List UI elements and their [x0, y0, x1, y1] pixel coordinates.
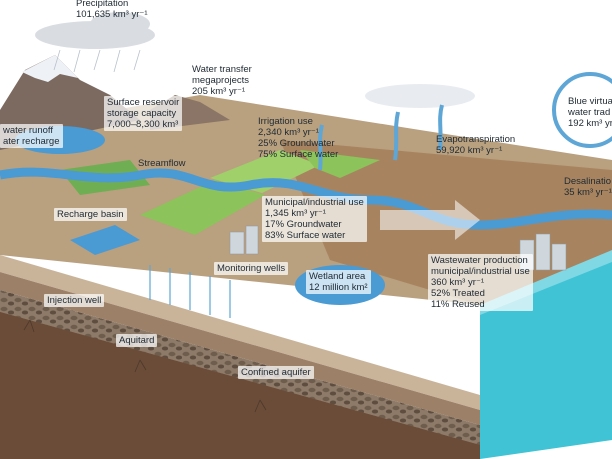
- streamflow-text: Streamflow: [138, 158, 186, 169]
- wastewater-value: 360 km³ yr⁻¹: [431, 277, 485, 288]
- wastewater-treated: 52% Treated: [431, 288, 485, 299]
- surface-reservoir-label: Surface reservoir storage capacity 7,000…: [104, 96, 183, 131]
- aquitard-label: Aquitard: [116, 334, 158, 347]
- municipal-surface: 83% Surface water: [265, 230, 346, 241]
- surface-reservoir-line2: storage capacity: [107, 108, 177, 119]
- irrigation-value: 2,340 km³ yr⁻¹: [258, 127, 319, 138]
- precipitation-label: Precipitation 101,635 km³ yr⁻¹: [76, 0, 148, 20]
- irrigation-label: Irrigation use 2,340 km³ yr⁻¹ 25% Ground…: [258, 116, 338, 160]
- blue-virtual-value: 192 km³ yr: [568, 118, 612, 129]
- irrigated-field-1: [140, 180, 265, 235]
- confined-aquifer-label: Confined aquifer: [238, 366, 314, 379]
- runoff-label: water runoff ater recharge: [0, 124, 63, 148]
- irrigation-title: Irrigation use: [258, 116, 313, 127]
- streamflow-label: Streamflow: [138, 158, 186, 169]
- aquitard-text: Aquitard: [119, 335, 155, 346]
- water-transfer-line1: Water transfer: [192, 64, 252, 75]
- wastewater-label: Wastewater production municipal/industri…: [428, 254, 533, 311]
- desalination-title: Desalinatio: [564, 176, 611, 187]
- confined-aquifer-text: Confined aquifer: [241, 367, 311, 378]
- monitoring-wells-label: Monitoring wells: [214, 262, 289, 275]
- desalination-value: 35 km³ yr⁻¹: [564, 187, 612, 198]
- soil-layer-upper: [0, 255, 480, 410]
- infiltration-text: Infiltration: [376, 314, 418, 325]
- flow-arrow: [380, 200, 480, 240]
- evapotranspiration-arrows: [318, 104, 444, 171]
- injection-well-label: Injection well: [44, 294, 105, 307]
- recharge-basin: [70, 225, 140, 255]
- precipitation-title: Precipitation: [76, 0, 129, 9]
- blue-virtual-line1: Blue virtua: [568, 96, 612, 107]
- precipitation-value: 101,635 km³ yr⁻¹: [76, 9, 148, 20]
- evapotranspiration-label: Evapotranspiration 59,920 km³ yr⁻¹: [436, 134, 515, 156]
- mountain-snow: [22, 55, 78, 82]
- surface-reservoir-line1: Surface reservoir: [107, 97, 180, 108]
- desalination-label: Desalinatio 35 km³ yr⁻¹: [564, 176, 612, 198]
- wastewater-reused: 11% Reused: [431, 299, 485, 310]
- evapotranspiration-value: 59,920 km³ yr⁻¹: [436, 145, 503, 156]
- virtual-water-circle: [552, 72, 612, 148]
- municipal-title: Municipal/industrial use: [265, 197, 364, 208]
- wastewater-line2: municipal/industrial use: [431, 266, 530, 277]
- river: [0, 167, 612, 230]
- aquitard-layer: [0, 272, 480, 425]
- municipal-value: 1,345 km³ yr⁻¹: [265, 208, 326, 219]
- wetland-value: 12 million km²: [309, 282, 368, 293]
- rain: [53, 49, 141, 73]
- monitoring-well-pipes: [149, 265, 231, 318]
- water-transfer-label: Water transfer megaprojects 205 km³ yr⁻¹: [192, 64, 252, 97]
- wetland-title: Wetland area: [309, 271, 366, 282]
- irrigation-surface: 75% Surface water: [258, 149, 339, 160]
- wastewater-line1: Wastewater production: [431, 255, 528, 266]
- runoff-line1: water runoff: [3, 125, 53, 136]
- municipal-groundwater: 17% Groundwater: [265, 219, 342, 230]
- monitoring-wells-text: Monitoring wells: [217, 263, 286, 274]
- water-transfer-line2: megaprojects: [192, 75, 250, 86]
- water-transfer-value: 205 km³ yr⁻¹: [192, 86, 246, 97]
- irrigation-groundwater: 25% Groundwater: [258, 138, 335, 149]
- roots: [23, 319, 267, 413]
- clouds: [35, 12, 475, 108]
- surface-reservoir-value: 7,000–8,300 km³: [107, 119, 179, 130]
- runoff-line2: ater recharge: [3, 136, 60, 147]
- blue-virtual-line2: water trad: [568, 107, 611, 118]
- wetland-label: Wetland area 12 million km²: [306, 270, 371, 294]
- recharge-basin-text: Recharge basin: [57, 209, 124, 220]
- recharge-basin-label: Recharge basin: [54, 208, 127, 221]
- bedrock-layer: [0, 312, 480, 459]
- blue-virtual-water-label: Blue virtua water trad 192 km³ yr: [568, 96, 612, 129]
- infiltration-label: Infiltration: [376, 314, 417, 325]
- municipal-label: Municipal/industrial use 1,345 km³ yr⁻¹ …: [262, 196, 367, 242]
- evapotranspiration-title: Evapotranspiration: [436, 134, 516, 145]
- injection-well-text: Injection well: [47, 295, 102, 306]
